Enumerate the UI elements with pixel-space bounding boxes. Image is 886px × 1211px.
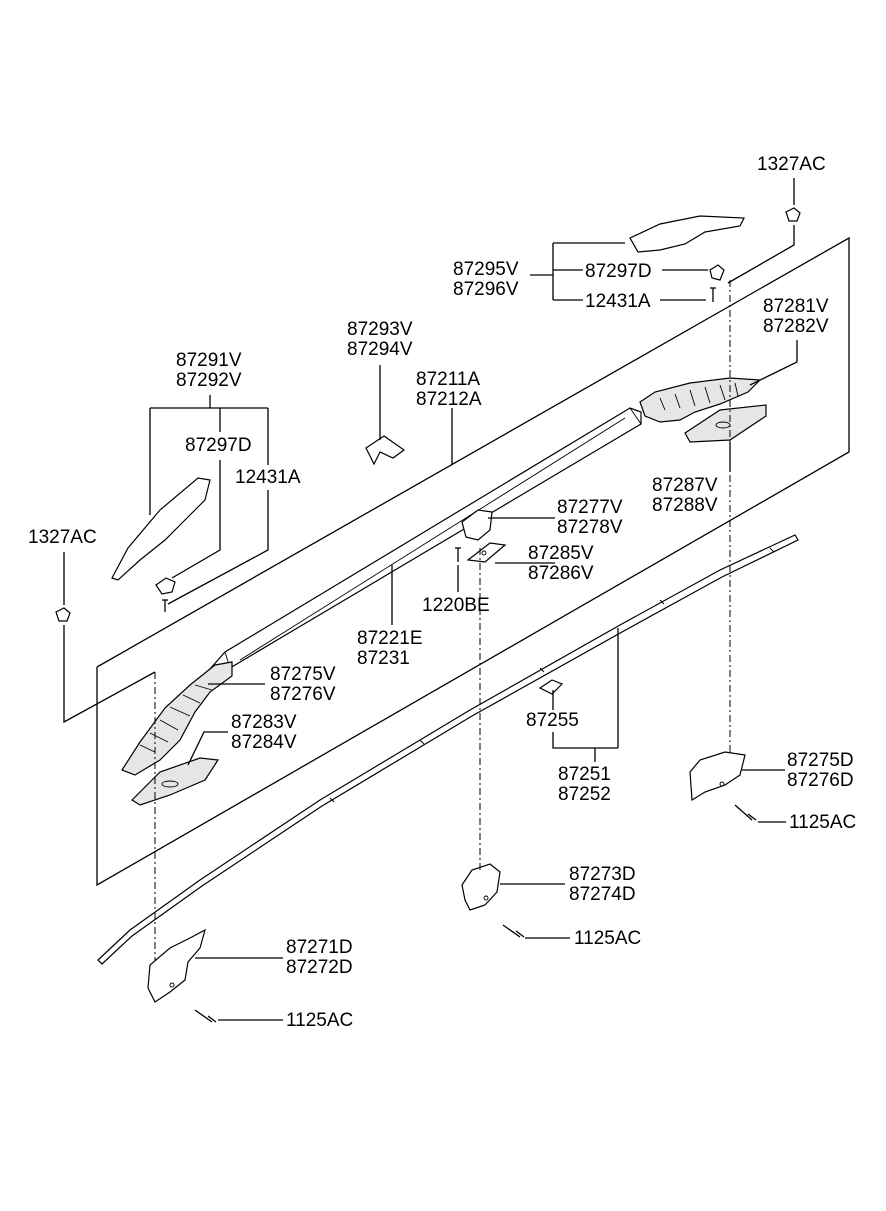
left-cover bbox=[111, 477, 211, 581]
bolt-1125ac-right bbox=[734, 804, 757, 821]
label-87275v: 87275V bbox=[270, 664, 336, 685]
label-87277v: 87277V bbox=[557, 497, 623, 518]
bracket-87275d bbox=[689, 751, 746, 802]
label-1125ac-right: 1125AC bbox=[789, 812, 857, 833]
label-87293v: 87293V bbox=[347, 319, 413, 340]
label-1327ac-top: 1327AC bbox=[757, 154, 826, 175]
top-screw bbox=[710, 287, 716, 302]
label-87284v: 87284V bbox=[231, 732, 297, 753]
label-87276d: 87276D bbox=[787, 770, 854, 791]
label-87281v: 87281V bbox=[763, 296, 829, 317]
label-87273d: 87273D bbox=[569, 864, 636, 885]
label-87283v: 87283V bbox=[231, 712, 297, 733]
label-87272d: 87272D bbox=[286, 957, 353, 978]
label-87295v: 87295V bbox=[453, 259, 519, 280]
label-12431a-top: 12431A bbox=[585, 291, 651, 312]
label-12431a-left: 12431A bbox=[235, 467, 301, 488]
nut-1327ac-left bbox=[55, 607, 71, 622]
label-87285v: 87285V bbox=[528, 543, 594, 564]
label-87286v: 87286V bbox=[528, 563, 594, 584]
top-clip bbox=[709, 264, 725, 281]
label-87287v: 87287V bbox=[652, 475, 718, 496]
bolt-1220be bbox=[455, 547, 461, 562]
label-87271d: 87271D bbox=[286, 937, 353, 958]
label-87274d: 87274D bbox=[569, 884, 636, 905]
label-87212a: 87212A bbox=[416, 389, 482, 410]
bracket-87273d bbox=[461, 863, 501, 911]
label-87297d-left: 87297D bbox=[185, 435, 252, 456]
side-molding bbox=[97, 534, 799, 965]
left-clip bbox=[155, 577, 176, 595]
label-87275d: 87275D bbox=[787, 750, 854, 771]
left-screw bbox=[162, 599, 168, 612]
label-87296v: 87296V bbox=[453, 279, 519, 300]
label-87252: 87252 bbox=[558, 784, 611, 805]
label-87294v: 87294V bbox=[347, 339, 413, 360]
rear-pad bbox=[684, 404, 767, 443]
label-87255: 87255 bbox=[526, 710, 579, 731]
label-1327ac-left: 1327AC bbox=[28, 527, 97, 548]
label-87292v: 87292V bbox=[176, 370, 242, 391]
front-end-cap bbox=[121, 661, 233, 776]
label-87251: 87251 bbox=[558, 764, 611, 785]
label-1220be: 1220BE bbox=[422, 595, 490, 616]
label-87291v: 87291V bbox=[176, 350, 242, 371]
top-cover bbox=[629, 215, 745, 253]
center-support bbox=[461, 509, 493, 541]
molding-clip bbox=[538, 679, 564, 695]
nut-1327ac-top bbox=[785, 207, 801, 222]
bolt-1125ac-mid bbox=[502, 924, 525, 938]
bracket-87271d bbox=[147, 928, 206, 1003]
label-1125ac-left: 1125AC bbox=[286, 1010, 354, 1031]
assembly-frame bbox=[96, 236, 850, 887]
label-87278v: 87278V bbox=[557, 517, 623, 538]
label-87282v: 87282V bbox=[763, 316, 829, 337]
label-1125ac-mid: 1125AC bbox=[574, 928, 642, 949]
center-pad bbox=[466, 542, 507, 563]
label-87297d-top: 87297D bbox=[585, 261, 652, 282]
mid-cover bbox=[365, 435, 406, 466]
label-87276v: 87276V bbox=[270, 684, 336, 705]
bolt-1125ac-left bbox=[194, 1009, 217, 1023]
label-87221e: 87221E bbox=[357, 628, 423, 649]
label-87288v: 87288V bbox=[652, 495, 718, 516]
label-87231: 87231 bbox=[357, 648, 410, 669]
label-87211a: 87211A bbox=[416, 369, 481, 390]
